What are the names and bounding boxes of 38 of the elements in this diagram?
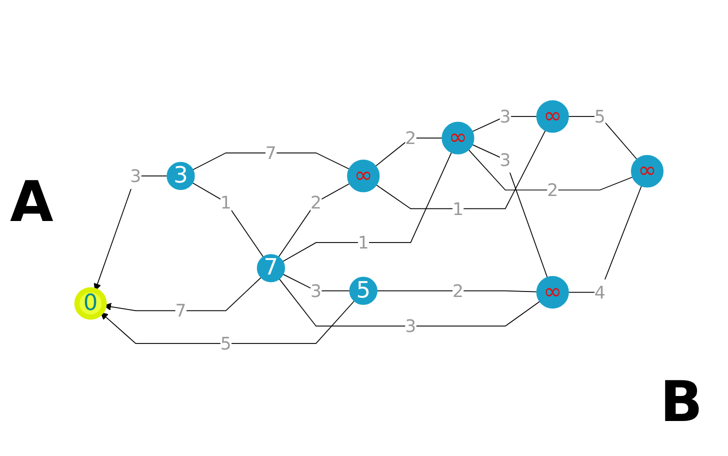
edge-label: 4 bbox=[594, 282, 606, 303]
node-circle: 0 bbox=[74, 287, 107, 320]
edge-label: 2 bbox=[405, 128, 416, 148]
connector bbox=[376, 290, 538, 292]
node-circle: 7 bbox=[256, 254, 286, 282]
edge-label: 3 bbox=[405, 316, 416, 336]
node-letter-label: B bbox=[660, 370, 703, 435]
connector bbox=[472, 144, 548, 278]
node-circle: ∞ bbox=[442, 122, 474, 154]
edge-label: 1 bbox=[358, 232, 369, 253]
edge-label: 2 bbox=[452, 280, 464, 302]
connector bbox=[282, 152, 452, 262]
edge-label: 5 bbox=[594, 106, 606, 127]
edge-label: 3 bbox=[500, 106, 511, 127]
node-circle: 3 bbox=[166, 162, 195, 190]
node-circle: ∞ bbox=[347, 160, 380, 192]
arrow bbox=[100, 300, 355, 344]
edge-label: 5 bbox=[220, 333, 232, 354]
edge-label: 1 bbox=[452, 198, 464, 220]
edge-label: 7 bbox=[175, 300, 186, 322]
edge-label: 2 bbox=[310, 192, 322, 213]
edge-label: 1 bbox=[220, 192, 232, 213]
node-letter-label: A bbox=[10, 170, 54, 235]
connector bbox=[468, 149, 633, 190]
node-circle: ∞ bbox=[536, 100, 569, 133]
connector bbox=[192, 182, 264, 258]
edge-label: 3 bbox=[130, 166, 142, 186]
edge-label: 7 bbox=[265, 142, 276, 164]
node-circle: ∞ bbox=[536, 276, 569, 309]
connector bbox=[192, 152, 350, 170]
node-circle: ∞ bbox=[630, 154, 664, 188]
connector bbox=[278, 183, 350, 258]
edge-label: 3 bbox=[310, 280, 322, 302]
arrow bbox=[104, 277, 262, 312]
edge-label: 3 bbox=[500, 149, 511, 170]
edge-label: 2 bbox=[547, 180, 558, 200]
connector bbox=[278, 278, 540, 327]
node-circle: 5 bbox=[349, 276, 378, 305]
